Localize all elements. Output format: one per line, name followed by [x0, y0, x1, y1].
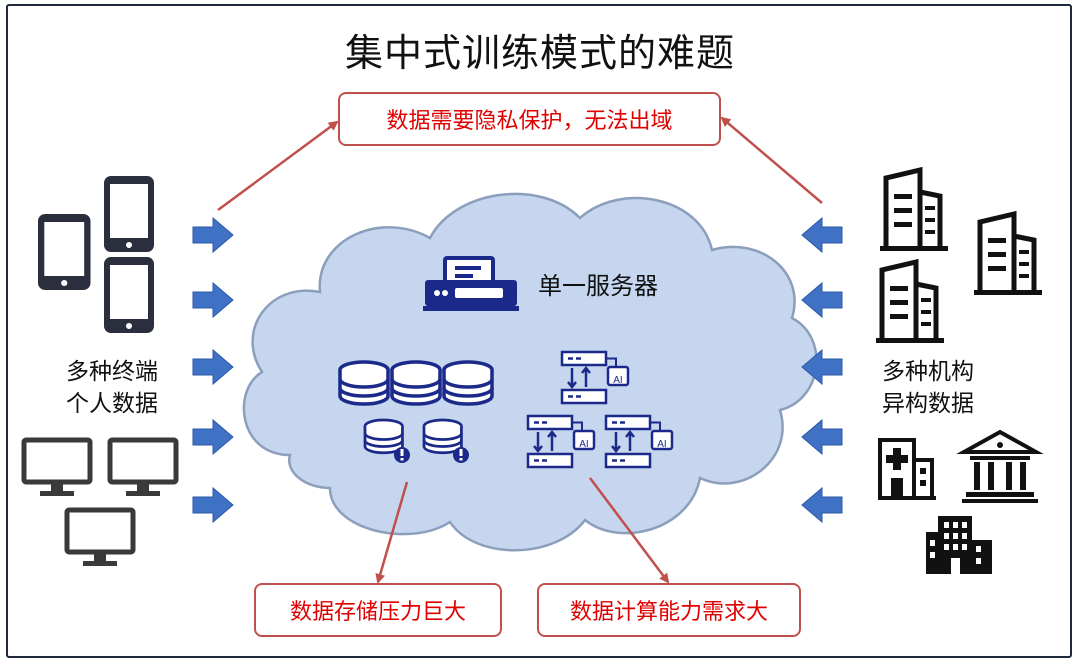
phone-icon [104, 257, 154, 333]
ai-badge: AI [579, 439, 588, 450]
office-building-icon [974, 214, 1042, 295]
arrow-right-to-privacy [720, 116, 823, 204]
diagram-title: 集中式训练模式的难题 [344, 31, 735, 75]
tablet-icon [38, 214, 91, 290]
ai-badge: AI [613, 375, 622, 386]
right-data-label: 多种机构 异构数据 [868, 356, 988, 420]
database-warning-icon [422, 418, 469, 463]
arrow-to-storage [375, 481, 409, 584]
arrow-left-to-privacy [217, 120, 339, 212]
ai-flow-icon: AI [604, 414, 674, 469]
arrow-to-compute [589, 477, 670, 584]
privacy-problem-box: 数据需要隐私保护，无法出域 [338, 92, 721, 146]
bank-icon [956, 429, 1044, 503]
compute-problem-box: 数据计算能力需求大 [537, 583, 801, 637]
monitor-icon [24, 440, 90, 496]
cloud-shape [242, 192, 818, 552]
monitor-icon [110, 440, 176, 496]
ai-flow-icon: AI [560, 350, 630, 405]
monitor-icon [67, 510, 133, 566]
database-icon [442, 360, 494, 406]
storage-problem-box: 数据存储压力巨大 [254, 583, 502, 637]
left-label-line1: 多种终端 [66, 359, 158, 385]
office-block-icon [926, 516, 992, 574]
left-data-label: 多种终端 个人数据 [52, 356, 172, 420]
server-icon [423, 256, 519, 311]
database-warning-icon [363, 418, 410, 463]
server-label: 单一服务器 [538, 272, 658, 300]
ai-badge: AI [657, 439, 666, 450]
database-icon [390, 360, 442, 406]
left-input-arrows [192, 217, 234, 523]
ai-flow-icon: AI [526, 414, 596, 469]
right-input-arrows [801, 217, 843, 523]
office-building-icon [880, 170, 948, 251]
left-label-line2: 个人数据 [66, 391, 158, 417]
hospital-icon [878, 438, 936, 500]
database-icon [338, 360, 390, 406]
right-label-line1: 多种机构 [882, 359, 974, 385]
phone-icon [104, 176, 154, 252]
office-building-icon [876, 262, 944, 343]
right-label-line2: 异构数据 [882, 391, 974, 417]
